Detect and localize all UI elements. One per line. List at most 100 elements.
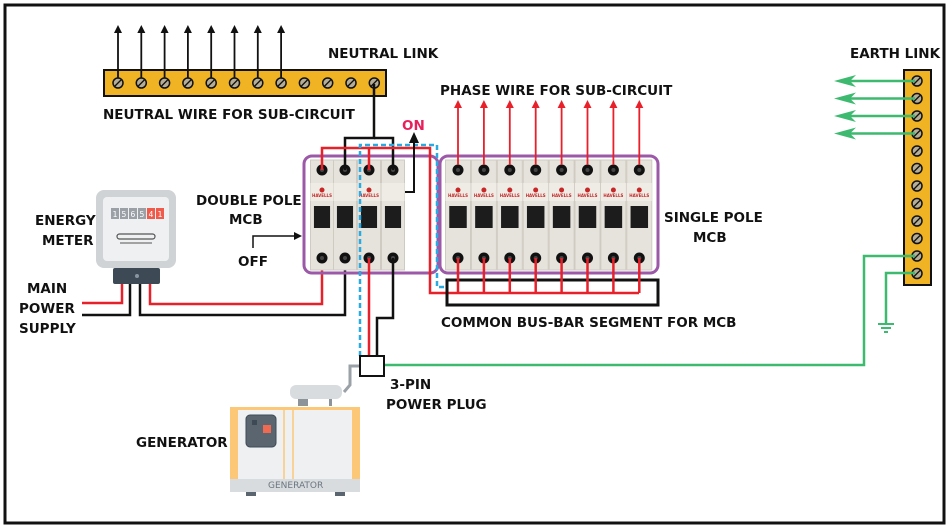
meter-digit-box [147,208,155,219]
terminal-center [456,168,460,172]
earth-link [903,69,932,286]
arrow-up-icon [114,25,122,33]
arrow-icon [294,232,302,240]
brand-logo [533,187,539,193]
screw-slot [913,112,921,120]
brand-logo [319,187,325,193]
phase-feed-wire [320,146,639,295]
arrow-up-icon [583,100,592,108]
meter-digit-box [138,208,146,219]
terminal-center [585,168,590,172]
mcb-toggle [526,206,545,228]
mcb-toggle [604,206,623,228]
double-pole-mcb-pole: HAVELLS [357,159,381,271]
meter-digit: 1 [158,210,163,219]
plug-label-1: 3-PIN [390,377,431,393]
mcb-toggle [384,206,402,228]
screw-slot [370,79,378,87]
arrow-up-icon [557,100,566,108]
arrow-left-icon [834,127,856,140]
screw-slot [184,79,192,87]
main-supply-label-2: POWER [19,301,75,317]
screw-slot [161,79,169,87]
on-label: ON [402,118,425,134]
mcb-label-panel [381,183,405,201]
terminal-center [533,168,538,172]
arrow-up-icon [207,25,216,33]
neutral-link-wires [343,84,395,170]
mcb-label-panel [333,183,357,201]
arrow-up-icon [454,100,462,108]
neutral-link-label: NEUTRAL LINK [328,46,439,62]
screw-slot [324,79,332,87]
arrow-up-icon [531,100,540,108]
double-pole-enclosure [302,154,440,275]
meter-digit-box [111,208,119,219]
neutral-wire-label: NEUTRAL WIRE FOR SUB-CIRCUIT [103,107,356,123]
arrow-up-icon [230,25,239,33]
meter-digit: 1 [113,210,118,219]
bus-bar [445,278,660,307]
off-label: OFF [238,254,268,270]
generator-label: GENERATOR [136,435,228,451]
mcb-toggle [475,206,493,228]
energy-meter-label-2: METER [42,233,94,249]
brand-text: HAVELLS [359,193,379,198]
screw-slot [277,79,285,87]
ground-icon [878,323,894,333]
arrow-up-icon [635,100,644,108]
generator-body-text: GENERATOR [268,481,323,491]
single-pole-mcb: HAVELLS [522,159,549,271]
arrow-up-icon [505,100,514,108]
single-pole-label-1: SINGLE POLE [664,210,763,226]
screw-slot [347,79,355,87]
screw-slot [300,79,308,87]
screw-slot [913,130,921,137]
arrow-up-icon [137,25,146,33]
main-supply-label-3: SUPPLY [19,321,76,337]
single-pole-mcb: HAVELLS [626,159,653,271]
single-pole-mcb: HAVELLS [574,159,601,271]
single-pole-mcb: HAVELLS [445,159,471,271]
arrow-up-icon [183,25,192,33]
screw-slot [913,252,921,260]
brand-text: HAVELLS [578,193,598,198]
screw-slot [913,182,921,190]
meter-digit: 4 [149,210,154,219]
generator-link-wire [358,143,447,356]
frame [3,3,946,525]
earth-link-label: EARTH LINK [850,46,941,62]
brand-logo [455,187,461,193]
single-pole-mcb: HAVELLS [496,159,523,271]
screw-slot [207,79,215,87]
brand-logo [481,187,487,193]
single-pole-label-2: MCB [693,230,727,246]
brand-text: HAVELLS [552,193,572,198]
mcb-toggle [501,206,519,228]
supply-wires [82,258,347,317]
screw-slot [913,147,921,155]
screw-slot [913,235,921,242]
meter-digit: 6 [131,210,136,219]
screw-slot [114,79,122,87]
brand-text: HAVELLS [500,193,520,198]
arrow-up-icon [160,25,169,33]
mcb-toggle [552,206,571,228]
neutral-link [103,69,387,97]
arrow-up-icon [277,25,286,33]
brand-logo [610,187,616,193]
screw-slot [913,77,921,85]
arrow-up-icon [479,100,488,108]
mcb-toggle [313,206,331,228]
single-pole-mcb: HAVELLS [600,159,627,271]
screw-slot [913,217,921,225]
earth-wires [384,254,915,367]
terminal-center [507,168,512,172]
terminal-center [320,256,324,260]
brand-logo [636,187,642,193]
screw-slot [254,79,262,87]
arrow-left-icon [834,110,856,122]
bus-bar-label: COMMON BUS-BAR SEGMENT FOR MCB [441,315,736,331]
mcb-toggle [336,206,354,228]
